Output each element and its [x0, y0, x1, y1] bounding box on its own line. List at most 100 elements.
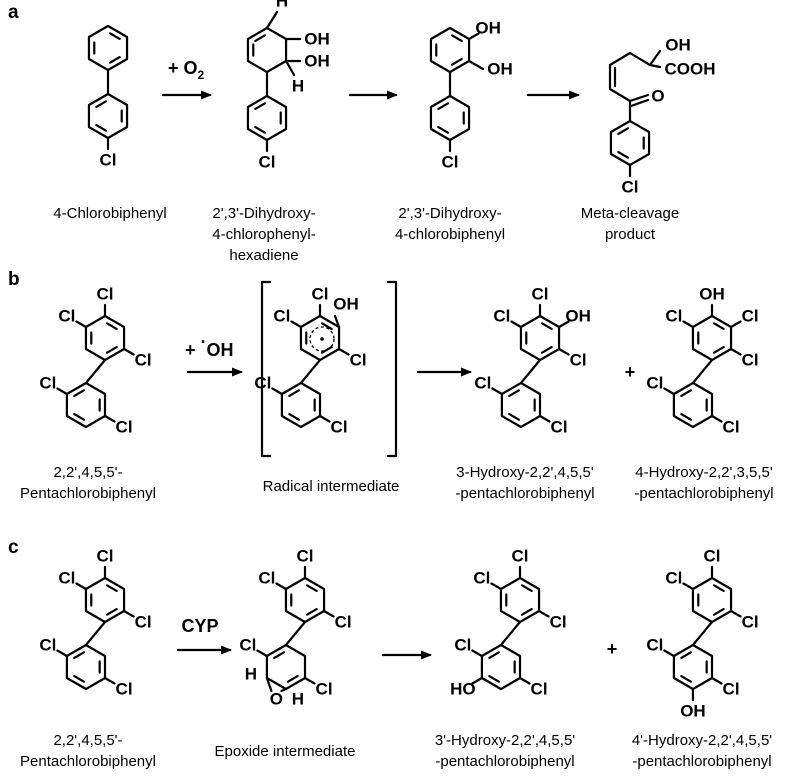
caption-c3: 3'-Hydroxy-2,2',4,5,5'-pentachlorobiphen…	[435, 732, 575, 770]
plus-sign: +	[607, 639, 618, 659]
intermediate-brackets	[260, 280, 398, 458]
panel-c: c 2,2',4,5,5'-Pentachlorobiphenyl CYP Epoxi…	[8, 537, 772, 770]
chlorine-atom: Cl	[258, 569, 275, 588]
chlorine-atom: Cl	[473, 569, 490, 588]
chlorine-atom: Cl	[723, 680, 740, 699]
chlorine-atom: Cl	[100, 151, 117, 170]
chlorine-atom: Cl	[350, 351, 367, 370]
oxygen-atom: O	[651, 87, 664, 106]
hydroxyl-group: OH	[304, 52, 330, 71]
plus-sign: +	[625, 362, 636, 382]
chlorine-atom: Cl	[312, 285, 329, 304]
caption-a2: 2',3'-Dihydroxy-4-chlorophenyl-hexadiene	[212, 205, 315, 264]
biaryl-bond	[299, 358, 322, 385]
chlorine-atom: Cl	[97, 547, 114, 566]
chlorine-atom: Cl	[316, 680, 333, 699]
caption-c2: Epoxide intermediate	[215, 743, 356, 760]
hydroxyl-group: OH	[304, 30, 330, 49]
caption-b2: Radical intermediate	[263, 478, 400, 495]
chlorine-atom: Cl	[665, 569, 682, 588]
molecule-b2: OH	[260, 280, 398, 458]
radical-dot	[320, 337, 324, 341]
panel-label-b: b	[8, 269, 20, 290]
chlorine-atom: Cl	[116, 680, 133, 699]
oxygen-atom: O	[270, 690, 283, 709]
chlorine-atom: Cl	[474, 374, 491, 393]
chlorine-atom: Cl	[704, 547, 721, 566]
caption-b4: 4-Hydroxy-2,2',3,5,5'-pentachlorobipheny…	[634, 464, 773, 502]
chlorine-atom: Cl	[97, 285, 114, 304]
chlorine-atom: Cl	[493, 307, 510, 326]
chlorine-atom: Cl	[723, 418, 740, 437]
radical-delocalization-circle	[309, 326, 335, 352]
chlorine-atom: Cl	[551, 418, 568, 437]
chlorine-atom: Cl	[116, 418, 133, 437]
hydroxyl-group: OH	[333, 295, 359, 314]
chlorine-atom: Cl	[742, 613, 759, 632]
arrow-a1	[161, 90, 212, 100]
biaryl-bond	[691, 358, 714, 385]
chlorine-atom: Cl	[532, 285, 549, 304]
reagent-cyp: CYP	[181, 616, 218, 636]
hydroxyl-group: HO	[450, 680, 476, 699]
chlorine-atom: Cl	[39, 374, 56, 393]
chlorine-atom: Cl	[273, 307, 290, 326]
chlorine-atom: Cl	[454, 636, 471, 655]
caption-a3: 2',3'-Dihydroxy-4-chlorobiphenyl	[395, 205, 505, 243]
hydroxyl-group: OH	[699, 285, 725, 304]
arrow-c1	[176, 645, 232, 655]
molecule-a1: Cl	[87, 24, 129, 170]
chlorine-atom: Cl	[58, 307, 75, 326]
caption-b3: 3-Hydroxy-2,2',4,5,5'-pentachlorobipheny…	[455, 464, 594, 502]
chlorine-atom: Cl	[665, 307, 682, 326]
molecule-a3: OH OH Cl	[429, 19, 513, 172]
hydrogen-atom: H	[276, 0, 288, 11]
biaryl-bond	[284, 620, 307, 647]
reagent-o2: + O2	[168, 58, 205, 82]
cyclohexadiene-ring	[265, 643, 307, 691]
hydroxyl-group: OH	[475, 19, 501, 38]
arrow-a3	[526, 90, 580, 100]
chlorine-atom: Cl	[570, 351, 587, 370]
chlorine-atom: Cl	[646, 636, 663, 655]
chlorine-atom: Cl	[58, 569, 75, 588]
chlorine-atom: Cl	[335, 613, 352, 632]
caption-c1: 2,2',4,5,5'-Pentachlorobiphenyl	[20, 732, 156, 770]
chlorine-atom: Cl	[259, 153, 276, 172]
hydroxyl-group: OH	[565, 307, 591, 326]
hydrogen-atom: H	[245, 665, 257, 684]
chlorine-atom: Cl	[622, 178, 639, 197]
biaryl-bond	[84, 620, 107, 647]
chlorine-atom: Cl	[550, 613, 567, 632]
chlorine-atom: Cl	[442, 153, 459, 172]
biaryl-bond	[84, 358, 107, 385]
chlorine-atom: Cl	[239, 636, 256, 655]
chlorine-atom: Cl	[646, 374, 663, 393]
reagent-hydroxyl-radical: + ·OH	[185, 332, 234, 360]
panel-label-a: a	[8, 2, 19, 23]
chlorine-atom: Cl	[742, 351, 759, 370]
arrow-c2	[381, 650, 432, 660]
chlorine-atom: Cl	[39, 636, 56, 655]
caption-b1: 2,2',4,5,5'-Pentachlorobiphenyl	[20, 464, 156, 502]
panel-label-c: c	[8, 537, 19, 558]
panel-a: a 4-Chlorobiphenyl + O2 2',3'-Dihydroxy-4-c…	[8, 2, 679, 264]
caption-a1: 4-Chlorobiphenyl	[53, 205, 166, 222]
hydroxyl-group: OH	[665, 36, 691, 55]
hydrogen-atom: H	[292, 690, 304, 709]
chlorine-atom: Cl	[512, 547, 529, 566]
chlorine-atom: Cl	[135, 613, 152, 632]
arrow-b2	[416, 367, 472, 377]
biaryl-bond	[499, 620, 522, 647]
hydroxyl-group: OH	[487, 60, 513, 79]
biaryl-bond	[519, 358, 542, 385]
